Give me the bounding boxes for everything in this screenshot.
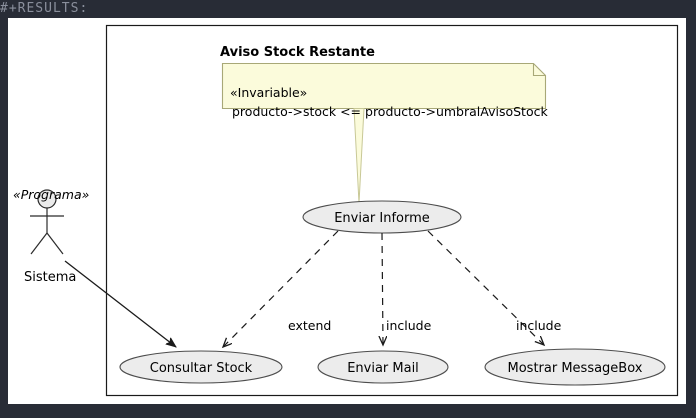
usecase-enviar-informe[interactable]: Enviar Informe <box>302 200 462 234</box>
package-frame <box>105 24 679 397</box>
usecase-ellipse <box>484 348 666 386</box>
actor-leg-right-icon <box>46 232 64 255</box>
usecase-ellipse <box>119 350 283 384</box>
usecase-ellipse <box>317 350 449 384</box>
note-invariable[interactable] <box>221 62 547 110</box>
note-body-label: producto->stock <= producto->umbralAviso… <box>232 104 548 119</box>
actor-name-label: Sistema <box>24 270 77 285</box>
usecase-consultar-stock[interactable]: Consultar Stock <box>119 350 283 384</box>
note-stereotype-label: «Invariable» <box>230 85 308 100</box>
usecase-label-enviar-mail: Enviar Mail <box>347 361 419 376</box>
edge-label-include-mostrar-messagebox: include <box>516 318 562 333</box>
diagram-canvas: Enviar Informe Consultar Stock Enviar Ma… <box>8 18 686 404</box>
actor-stereotype-label: «Programa» <box>13 187 90 202</box>
edge-include-enviar-mail <box>382 232 383 345</box>
package-title: Aviso Stock Restante <box>220 45 375 60</box>
note-fold-icon <box>532 63 546 77</box>
actor-leg-left-icon <box>30 232 48 255</box>
usecase-mostrar-messagebox[interactable]: Mostrar MessageBox <box>484 348 666 386</box>
edge-label-include-enviar-mail: include <box>386 318 432 333</box>
results-header-label: #+RESULTS: <box>0 1 89 16</box>
edge-include-mostrar-messagebox <box>427 230 544 345</box>
usecase-enviar-mail[interactable]: Enviar Mail <box>317 350 449 384</box>
note-shape <box>221 62 547 110</box>
usecase-label-enviar-informe: Enviar Informe <box>334 211 430 226</box>
usecase-label-mostrar-messagebox: Mostrar MessageBox <box>508 361 643 376</box>
usecase-diagram-svg: Enviar Informe Consultar Stock Enviar Ma… <box>30 24 679 397</box>
edge-extend-consultar-stock <box>223 230 339 347</box>
usecase-label-consultar-stock: Consultar Stock <box>150 361 253 376</box>
actor-sistema[interactable] <box>30 189 64 255</box>
edge-sistema-to-consultar-stock <box>64 260 176 347</box>
edge-label-extend: extend <box>288 318 332 333</box>
note-anchor-line <box>353 108 365 204</box>
